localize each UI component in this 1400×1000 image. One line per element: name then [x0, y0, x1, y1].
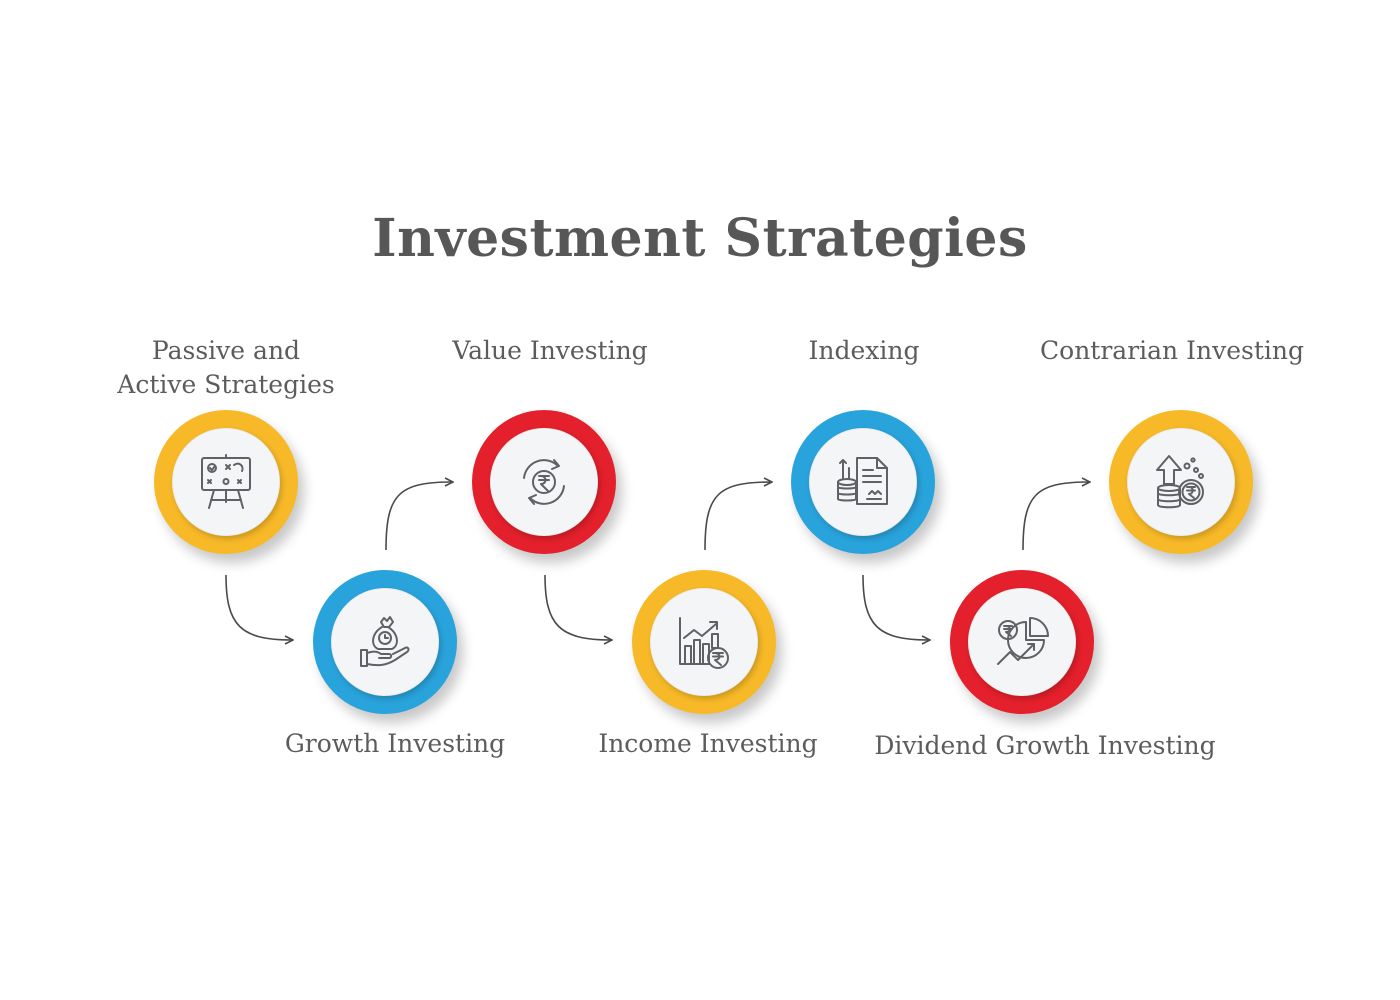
page-title: Investment Strategies: [372, 208, 1028, 269]
step-label-dividend-growth: Dividend Growth Investing: [874, 731, 1216, 760]
strategy-board-icon: [196, 452, 256, 512]
step-label-growth: Growth Investing: [284, 729, 506, 758]
step-circle-value: [472, 410, 616, 554]
pie-growth-rupee-icon: [992, 612, 1052, 672]
arrow-up-1: [385, 482, 452, 551]
arrow-down-3: [862, 574, 929, 640]
index-document-icon: [833, 452, 893, 512]
step-circle-dividend-growth: [950, 570, 1094, 714]
arrow-up-2: [704, 482, 771, 551]
step-circle-contrarian: [1109, 410, 1253, 554]
step-circle-income: [632, 570, 776, 714]
step-label-value: Value Investing: [452, 336, 648, 365]
step-circle-indexing: [791, 410, 935, 554]
arrow-down-2: [544, 574, 611, 640]
arrow-down-1: [225, 574, 292, 640]
coins-up-arrow-rupee-icon: [1151, 452, 1211, 512]
rupee-cycle-icon: [514, 452, 574, 512]
bar-chart-rupee-icon: [674, 612, 734, 672]
step-label-passive-active: Passive and Active Strategies: [117, 336, 335, 399]
step-circle-growth: [313, 570, 457, 714]
money-bag-hand-icon: [355, 612, 415, 672]
step-label-contrarian: Contrarian Investing: [1040, 336, 1304, 365]
step-label-indexing: Indexing: [808, 336, 920, 365]
step-label-income: Income Investing: [598, 729, 818, 758]
arrow-up-3: [1022, 482, 1089, 551]
step-circle-passive-active: [154, 410, 298, 554]
